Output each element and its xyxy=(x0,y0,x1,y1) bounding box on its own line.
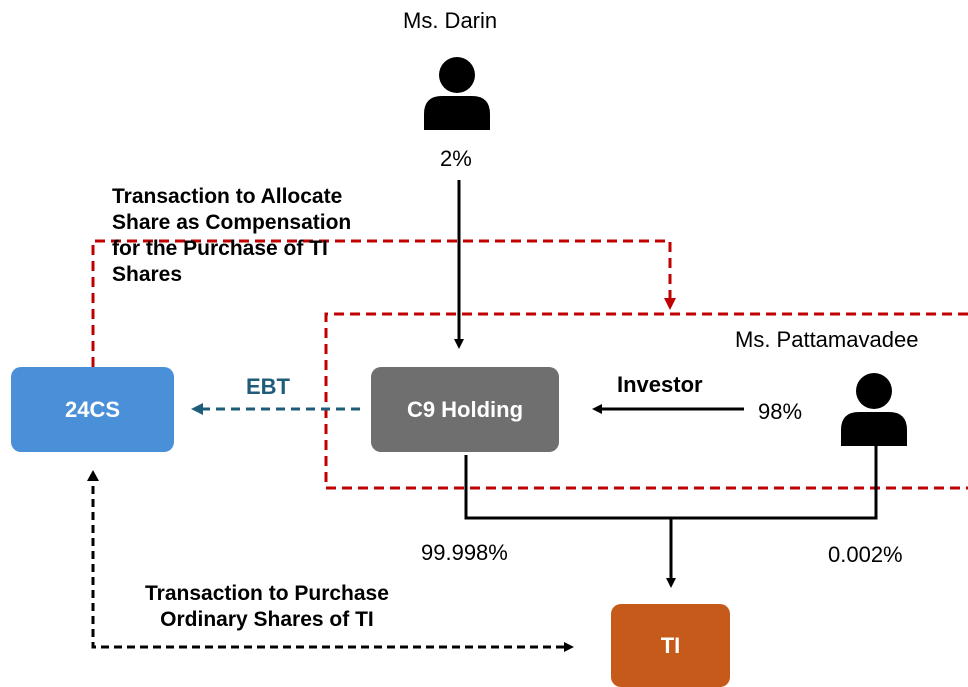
ebt-label: EBT xyxy=(246,374,290,399)
entity-c9-holding[interactable]: C9 Holding xyxy=(371,367,559,452)
darin-name: Ms. Darin xyxy=(403,8,498,33)
purchase-line-1: Transaction to Purchase xyxy=(145,582,389,605)
darin-person-icon xyxy=(424,57,490,130)
entity-24cs-label: 24CS xyxy=(64,396,121,422)
purchase-shares-arrowhead-up xyxy=(87,470,99,481)
entity-ti-label: TI xyxy=(660,632,681,658)
pattamavadee-ti-share: 0.002% xyxy=(828,542,903,567)
purchase-shares-arrow xyxy=(91,473,574,652)
purchase-line-2: Ordinary Shares of TI xyxy=(160,608,374,631)
allocate-line-3: for the Purchase of TI xyxy=(112,237,328,260)
pattamavadee-person-icon xyxy=(841,373,907,446)
pattamavadee-share: 98% xyxy=(758,399,803,424)
control-group-boundary xyxy=(324,312,968,490)
allocate-annotation: Transaction to Allocate Share as Compens… xyxy=(112,184,351,288)
darin-share: 2% xyxy=(440,146,472,171)
pattamavadee-name: Ms. Pattamavadee xyxy=(735,327,919,352)
entity-c9-label: C9 Holding xyxy=(406,396,524,422)
allocate-line-1: Transaction to Allocate xyxy=(112,185,343,208)
c9-ti-share: 99.998% xyxy=(421,540,508,565)
investor-label: Investor xyxy=(617,372,703,397)
purchase-annotation: Transaction to Purchase Ordinary Shares … xyxy=(145,581,389,633)
entity-24cs[interactable]: 24CS xyxy=(11,367,174,452)
entity-ti[interactable]: TI xyxy=(611,604,730,687)
allocate-line-4: Shares xyxy=(112,263,183,286)
allocate-line-2: Share as Compensation xyxy=(112,211,352,234)
